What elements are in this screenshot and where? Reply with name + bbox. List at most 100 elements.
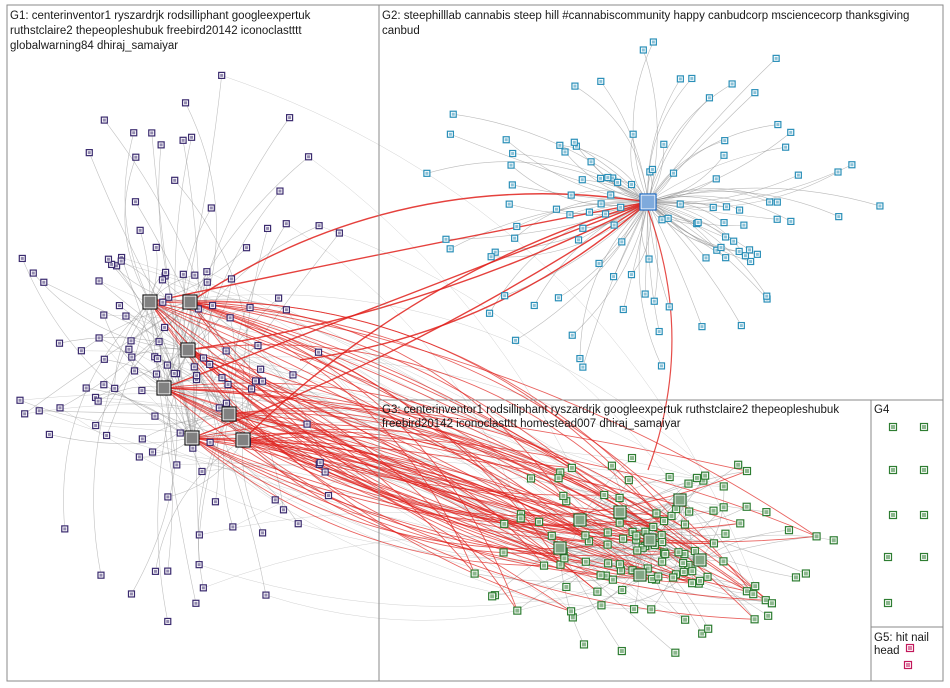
node-g2-fill [503, 294, 507, 298]
node-g1-fill [195, 374, 199, 378]
node-g3-fill [814, 534, 819, 539]
node-g1-fill [184, 101, 188, 105]
node-g1-fill [194, 378, 198, 382]
hub-g3-fill [575, 515, 585, 525]
node-g3-fill [711, 541, 716, 546]
node-g2-fill [556, 296, 560, 300]
node-g2-fill [774, 56, 778, 60]
node-g1-fill [133, 369, 137, 373]
node-g1-fill [57, 341, 61, 345]
edge-g1 [119, 305, 193, 439]
edge-g1-g3 [98, 280, 572, 612]
node-g3-fill [634, 533, 639, 538]
node-g2-fill [587, 210, 591, 214]
edge-g3 [649, 539, 754, 595]
edge-g1 [124, 157, 151, 303]
node-g1-fill [197, 563, 201, 567]
node-g1-fill [259, 367, 263, 371]
node-g1-fill [130, 355, 134, 359]
node-g2-fill [599, 79, 603, 83]
edge-red-g1-g3 [149, 301, 654, 528]
node-g1-fill [256, 344, 260, 348]
edge-red-g1-g3 [189, 301, 665, 553]
node-g1-fill [20, 256, 24, 260]
edge-g1 [189, 156, 309, 303]
node-g1-fill [273, 498, 277, 502]
node-g1-fill [47, 432, 51, 436]
edge-g2 [647, 132, 791, 203]
hub-g1-fill [158, 382, 170, 394]
node-g3-fill [599, 603, 604, 608]
edge-g1-g3 [199, 564, 598, 607]
node-g2-fill [666, 216, 670, 220]
node-g2-fill [515, 224, 519, 228]
edge-red-g1-g3 [189, 301, 476, 574]
edge-g2 [644, 201, 649, 295]
edge-red-g1-g2 [242, 201, 649, 441]
node-g2-fill [597, 261, 601, 265]
node-g1-fill [113, 386, 117, 390]
node-g3-fill [542, 563, 547, 568]
node-g1-fill [150, 131, 154, 135]
edge-red-g1-g3 [163, 387, 679, 557]
edge-g1 [163, 387, 308, 425]
node-g1-fill [42, 280, 46, 284]
panel-g1-label-line3: globalwarning84 dhiraj_samaiyar [10, 40, 178, 52]
node-g3-fill [650, 576, 655, 581]
panel-g2-label-line2: canbud [382, 25, 420, 37]
node-g3-fill [558, 562, 563, 567]
node-g3-fill [683, 617, 688, 622]
edge-g1 [163, 225, 320, 389]
panel-g5-label-line2: head [874, 645, 900, 657]
hub-g1-fill [144, 296, 156, 308]
node-g1-fill [224, 349, 228, 353]
node-g3-fill [682, 551, 687, 556]
node-g1-fill [196, 307, 200, 311]
edge-g1-g3 [121, 257, 565, 559]
hub-g3-fill [645, 535, 655, 545]
node-g2-fill [724, 205, 728, 209]
node-g1-fill [231, 525, 235, 529]
edge-g1-g3 [131, 356, 561, 481]
node-g2-fill [629, 273, 633, 277]
edge-g3 [639, 475, 706, 576]
node-g3-fill [621, 536, 626, 541]
node-g2-fill [570, 333, 574, 337]
node-g2-fill [749, 260, 753, 264]
node-g3-fill [723, 531, 728, 536]
node-g1-fill [220, 376, 224, 380]
node-g2-fill [678, 77, 682, 81]
node-g1-fill [94, 424, 98, 428]
node-g1-fill [124, 314, 128, 318]
node-g2-fill [511, 151, 515, 155]
edge-g1-g3 [162, 294, 724, 487]
node-g3-fill [640, 545, 645, 550]
node-g3-fill [674, 507, 679, 512]
edge-g1 [104, 359, 244, 441]
edge-g1 [125, 315, 165, 389]
node-g4-fill [891, 468, 895, 472]
edge-g2 [647, 140, 725, 203]
node-g2-fill [606, 176, 610, 180]
node-g2-fill [711, 205, 715, 209]
node-g1-fill [317, 224, 321, 228]
node-g2-fill [659, 364, 663, 368]
node-g2-fill [714, 177, 718, 181]
node-g2-fill [755, 252, 759, 256]
node-g1-fill [229, 277, 233, 281]
node-g4-fill [891, 513, 895, 517]
node-g2-fill [574, 144, 578, 148]
node-g2-fill [732, 239, 736, 243]
edge-g2 [504, 201, 649, 297]
node-g1-fill [23, 412, 27, 416]
edge-red-g1-g2 [163, 201, 649, 389]
node-g2-fill [690, 76, 694, 80]
node-g1-fill [58, 406, 62, 410]
edge-red-g1-g3 [228, 413, 741, 531]
edge-g2 [647, 171, 839, 208]
node-g2-fill [620, 240, 624, 244]
node-g1-fill [140, 389, 144, 393]
edge-g2 [647, 164, 853, 205]
node-g1-fill [192, 365, 196, 369]
edge-g1 [22, 258, 193, 439]
